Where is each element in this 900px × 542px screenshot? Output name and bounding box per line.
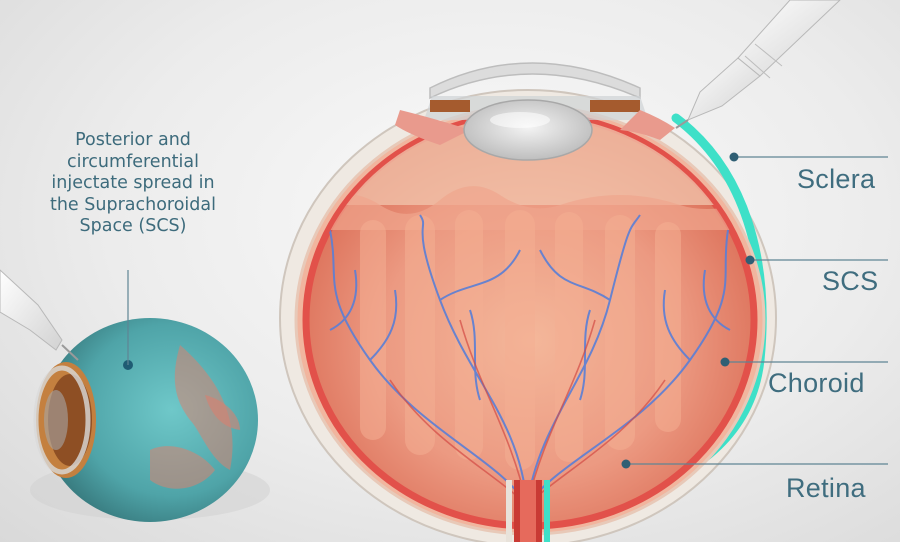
small-eye-illustration — [0, 270, 270, 522]
label-choroid: Choroid — [768, 368, 865, 399]
caption-line: Posterior and — [28, 130, 238, 152]
eye-cross-section — [280, 63, 776, 542]
label-retina: Retina — [786, 473, 866, 504]
injectate-spread-caption: Posterior and circumferential injectate … — [28, 130, 238, 238]
lens — [464, 100, 592, 160]
injection-syringe-small — [0, 270, 78, 360]
label-scs: SCS — [822, 266, 878, 297]
injection-syringe-main — [676, 0, 840, 128]
caption-line: circumferential — [28, 152, 238, 174]
caption-line: the Suprachoroidal — [28, 195, 238, 217]
label-sclera: Sclera — [797, 164, 875, 195]
caption-line: injectate spread in — [28, 173, 238, 195]
iris — [430, 100, 470, 112]
caption-line: Space (SCS) — [28, 216, 238, 238]
